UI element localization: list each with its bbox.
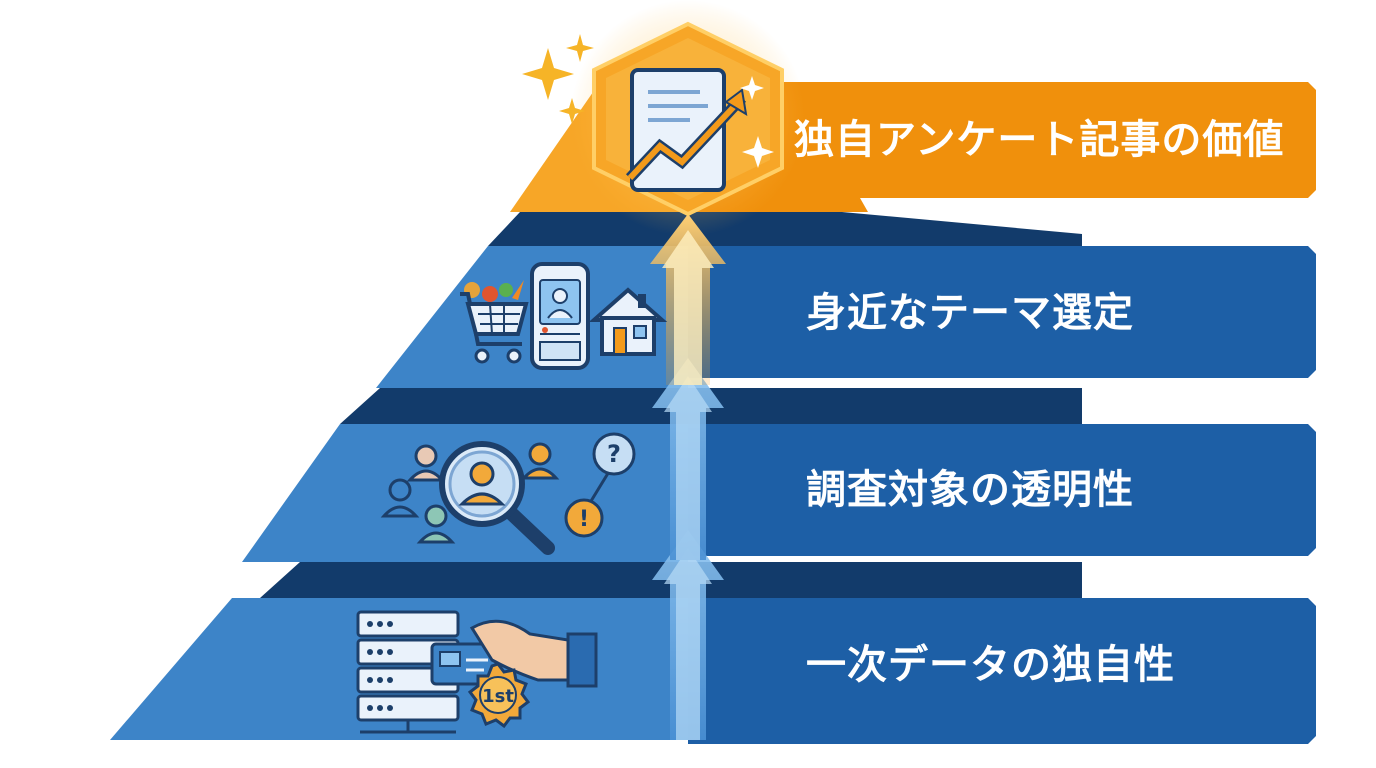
person-icon [416, 504, 456, 544]
tier-3 [242, 388, 1316, 562]
svg-text:!: ! [579, 507, 589, 532]
exclamation-icon: ! [564, 498, 604, 538]
upward-arrows [650, 214, 726, 740]
shopping-cart-phone-house-icon [460, 262, 668, 370]
house-icon [588, 287, 668, 356]
shopping-cart-icon [460, 280, 529, 364]
person-icon [380, 478, 420, 518]
arrow-up-icon [652, 358, 724, 560]
tier-3-right-face [688, 424, 1316, 556]
arrow-up-icon [652, 530, 724, 740]
sparkle-icons [522, 34, 774, 168]
first-badge-text: 1st [482, 686, 514, 707]
document-growth-chart-icon [570, 0, 806, 236]
tier-2-label: 身近なテーマ選定 [806, 290, 1134, 336]
svg-text:?: ? [607, 440, 621, 468]
tier-1-label: 独自アンケート記事の価値 [794, 117, 1285, 163]
magnifier-people-question-icon: ? ! [380, 432, 636, 555]
first-place-badge-icon: 1st [467, 662, 531, 729]
tier-2-right-face [688, 246, 1316, 378]
server-hand-card-first-badge-icon: 1st [356, 610, 598, 734]
tier-2-shadow [488, 212, 1082, 246]
tier-1-right-face [688, 82, 1316, 212]
tier-4-right-face [688, 598, 1316, 744]
tier-3-label: 調査対象の透明性 [806, 467, 1134, 513]
magnifier-icon [439, 441, 555, 555]
question-icon: ? [586, 432, 636, 507]
person-icon [520, 442, 560, 480]
arrow-up-icon [650, 214, 726, 385]
smartphone-icon [530, 262, 590, 370]
tier-4-label: 一次データの独自性 [806, 642, 1175, 688]
